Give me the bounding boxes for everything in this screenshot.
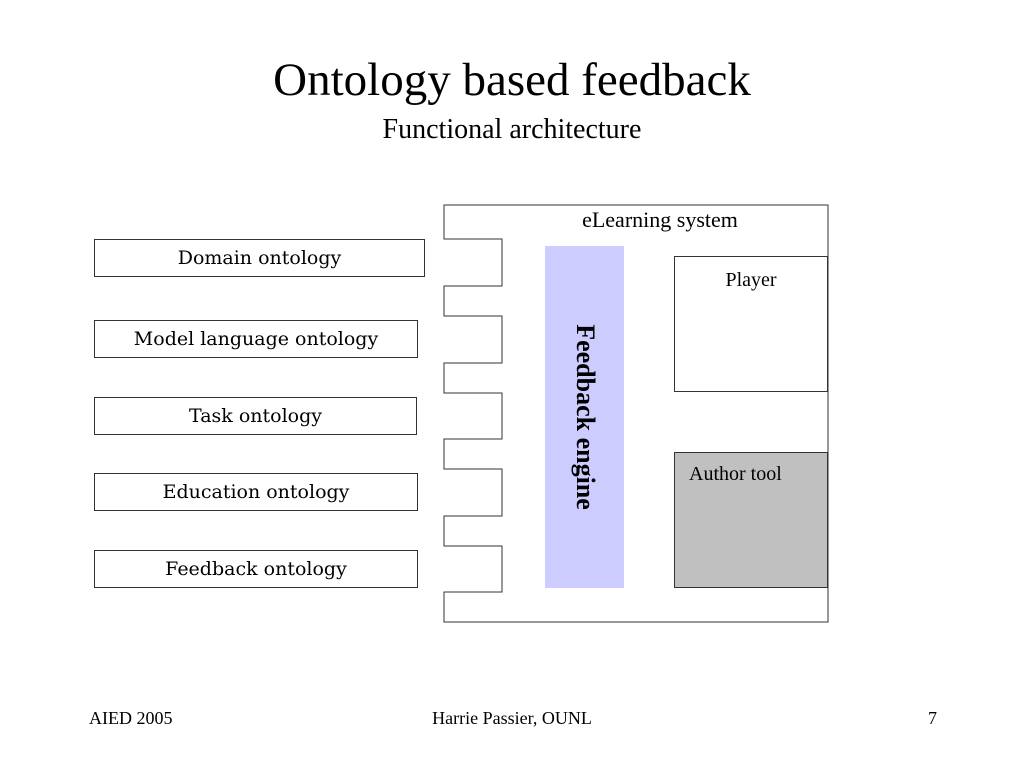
author-tool-box: Author tool bbox=[674, 452, 828, 588]
player-label: Player bbox=[725, 269, 777, 291]
feedback-engine-label: Feedback engine bbox=[570, 324, 600, 510]
task-ontology-box: Task ontology bbox=[94, 397, 417, 435]
elearning-system-label: eLearning system bbox=[582, 207, 738, 232]
domain-ontology-box: Domain ontology bbox=[94, 239, 425, 277]
footer-conference: AIED 2005 bbox=[89, 708, 173, 728]
slide-subtitle: Functional architecture bbox=[382, 114, 642, 145]
feedback-ontology-box: Feedback ontology bbox=[94, 550, 418, 588]
task-ontology-label: Task ontology bbox=[189, 405, 322, 427]
feedback-engine-box: Feedback engine bbox=[545, 246, 624, 588]
footer-author: Harrie Passier, OUNL bbox=[432, 708, 592, 728]
slide-title: Ontology based feedback bbox=[273, 54, 751, 106]
player-box: Player bbox=[674, 256, 828, 392]
model-language-ontology-label: Model language ontology bbox=[133, 328, 379, 350]
domain-ontology-label: Domain ontology bbox=[177, 247, 342, 269]
education-ontology-label: Education ontology bbox=[162, 481, 350, 503]
model-language-ontology-box: Model language ontology bbox=[94, 320, 418, 358]
footer-page-number: 7 bbox=[928, 708, 937, 728]
education-ontology-box: Education ontology bbox=[94, 473, 418, 511]
author-tool-label: Author tool bbox=[689, 463, 782, 485]
feedback-ontology-label: Feedback ontology bbox=[165, 558, 347, 580]
